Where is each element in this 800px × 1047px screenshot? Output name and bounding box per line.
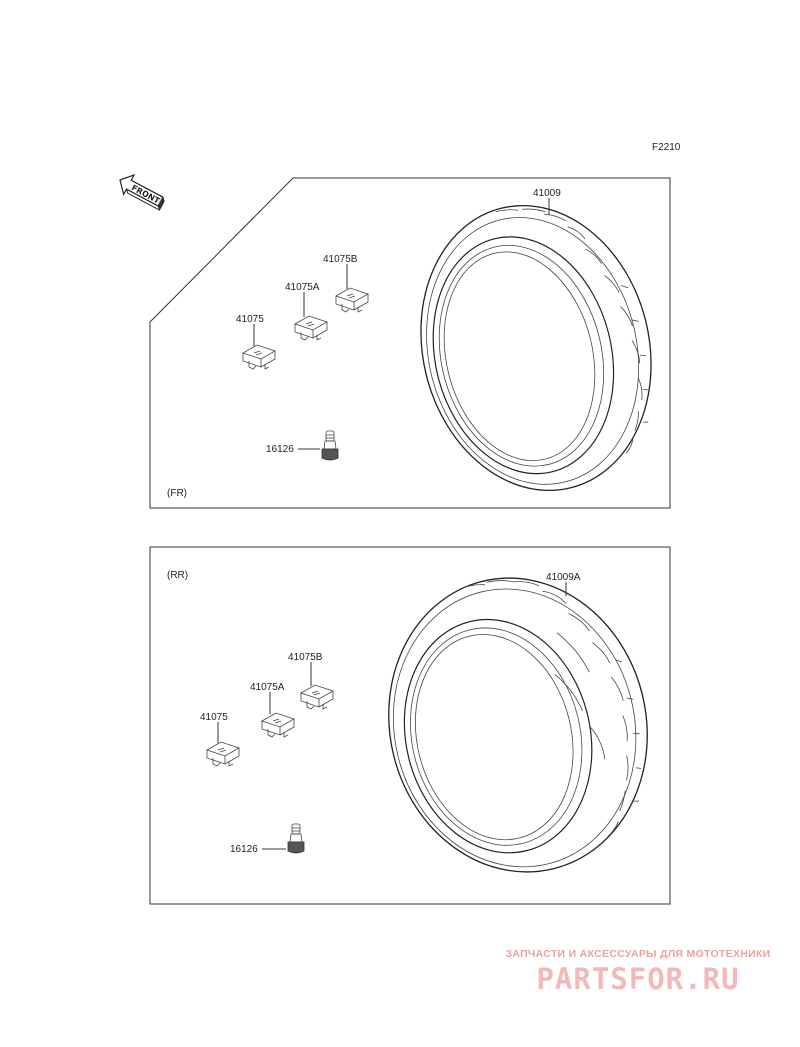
front-weight-c-label: 41075B	[323, 254, 358, 265]
rear-weight-c-label: 41075B	[288, 652, 323, 663]
front-valve-icon	[321, 430, 339, 461]
front-section-frame	[149, 177, 671, 509]
rear-section-tag: (RR)	[167, 570, 188, 581]
front-valve-label: 16126	[266, 444, 294, 455]
watermark-logo: PARTSFOR.RU	[536, 962, 740, 996]
front-section-tag: (FR)	[167, 488, 187, 499]
front-weight-b-label: 41075A	[285, 282, 320, 293]
rear-weight-c-icon	[300, 684, 334, 710]
rear-weight-a-icon	[206, 741, 240, 767]
rear-valve-icon	[287, 823, 305, 854]
rear-weight-b-icon	[261, 712, 295, 738]
rear-tire-icon	[388, 577, 648, 873]
front-weight-a-icon	[242, 344, 276, 370]
front-weight-c-icon	[335, 287, 369, 313]
front-section: (FR) 41009 41075B 41075A 41075 16126	[149, 177, 671, 509]
watermark-tagline: ЗАПЧАСТИ И АКСЕССУАРЫ ДЛЯ МОТОТЕХНИКИ	[505, 948, 771, 960]
front-arrow-icon: FRONT	[119, 173, 165, 212]
rear-section: (RR) 41009A 41075B 41075A 41075 16126	[149, 546, 671, 905]
rear-tire-label: 41009A	[546, 572, 581, 583]
rear-section-frame	[149, 546, 671, 905]
rear-weight-a-label: 41075	[200, 712, 228, 723]
front-tire-label: 41009	[533, 188, 561, 199]
front-weight-b-icon	[294, 315, 328, 341]
diagram-code: F2210	[652, 142, 681, 153]
rear-valve-label: 16126	[230, 844, 258, 855]
front-tire-icon	[420, 204, 652, 492]
front-weight-a-label: 41075	[236, 314, 264, 325]
rear-weight-b-label: 41075A	[250, 682, 285, 693]
